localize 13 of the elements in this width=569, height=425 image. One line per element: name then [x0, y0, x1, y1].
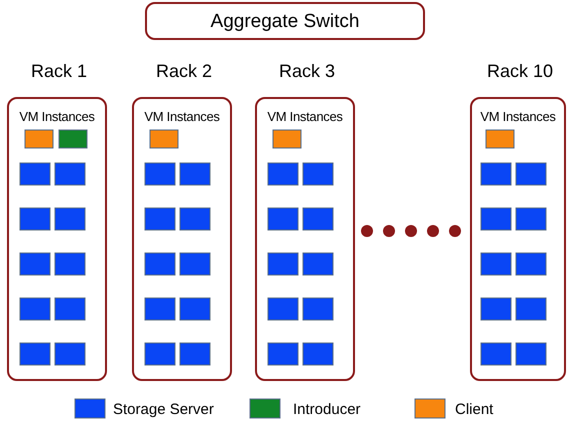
vm-instances-label: VM Instances — [18, 109, 96, 124]
rack-label: Rack 2 — [154, 61, 214, 82]
vm-instances-label: VM Instances — [266, 109, 344, 124]
switch-box — [145, 2, 425, 40]
legend-label: Storage Server — [113, 401, 214, 418]
vm-instances-label: VM Instances — [143, 109, 221, 124]
legend-label: Introducer — [293, 401, 361, 418]
legend-label: Client — [455, 401, 494, 418]
rack-label: Rack 3 — [278, 61, 336, 82]
rack-label: Rack 10 — [486, 61, 554, 82]
rack-label: Rack 1 — [30, 61, 88, 82]
vm-instances-label: VM Instances — [479, 109, 557, 124]
switch-label: Aggregate Switch — [210, 11, 360, 33]
